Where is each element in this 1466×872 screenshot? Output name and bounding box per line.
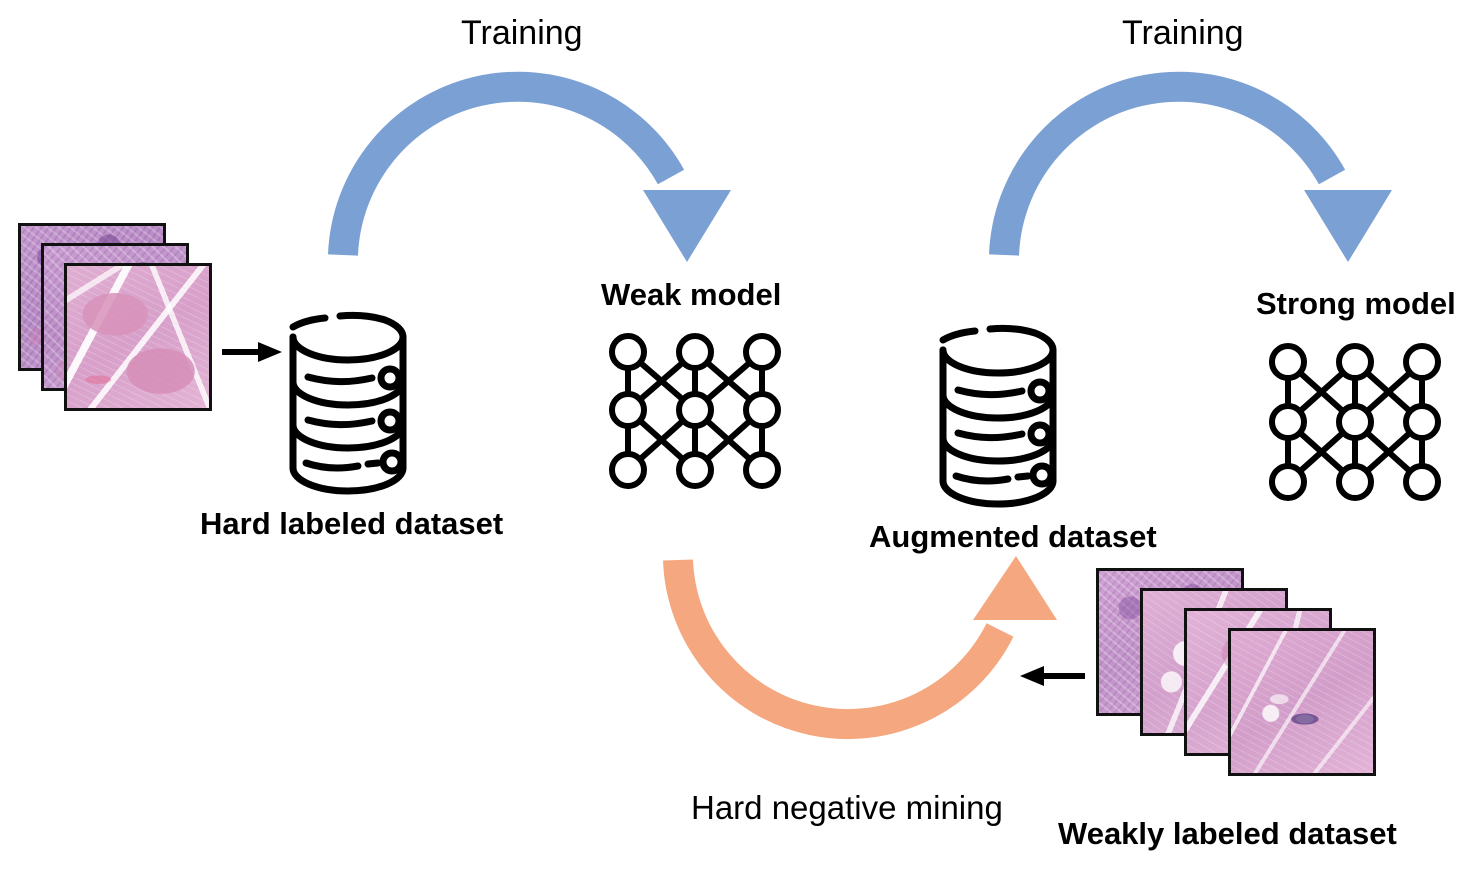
hard-labeled-database-icon <box>289 311 407 495</box>
augmented-dataset-label: Augmented dataset <box>869 519 1157 554</box>
weak-model-network-icon <box>609 333 781 489</box>
weak-model-label: Weak model <box>601 277 782 312</box>
training-arc-arrow-right <box>989 71 1392 262</box>
augmented-database-icon <box>939 324 1057 508</box>
strong-model-label: Strong model <box>1256 286 1456 321</box>
training-arc-arrow-left <box>328 71 731 262</box>
hard-negative-mining-arc-arrow <box>663 556 1057 740</box>
strong-model-network-icon <box>1269 343 1441 501</box>
training-label-left: Training <box>461 14 583 52</box>
images-to-database-arrow <box>222 342 282 362</box>
hard-labeled-dataset-label: Hard labeled dataset <box>200 506 504 541</box>
weakly-labeled-dataset-label: Weakly labeled dataset <box>1058 816 1397 851</box>
weak-images-to-arc-arrow <box>1020 666 1085 686</box>
histology-tile <box>1228 628 1376 776</box>
histology-tile <box>64 263 212 411</box>
hard-negative-mining-label: Hard negative mining <box>691 789 1003 826</box>
training-label-right: Training <box>1122 14 1244 52</box>
